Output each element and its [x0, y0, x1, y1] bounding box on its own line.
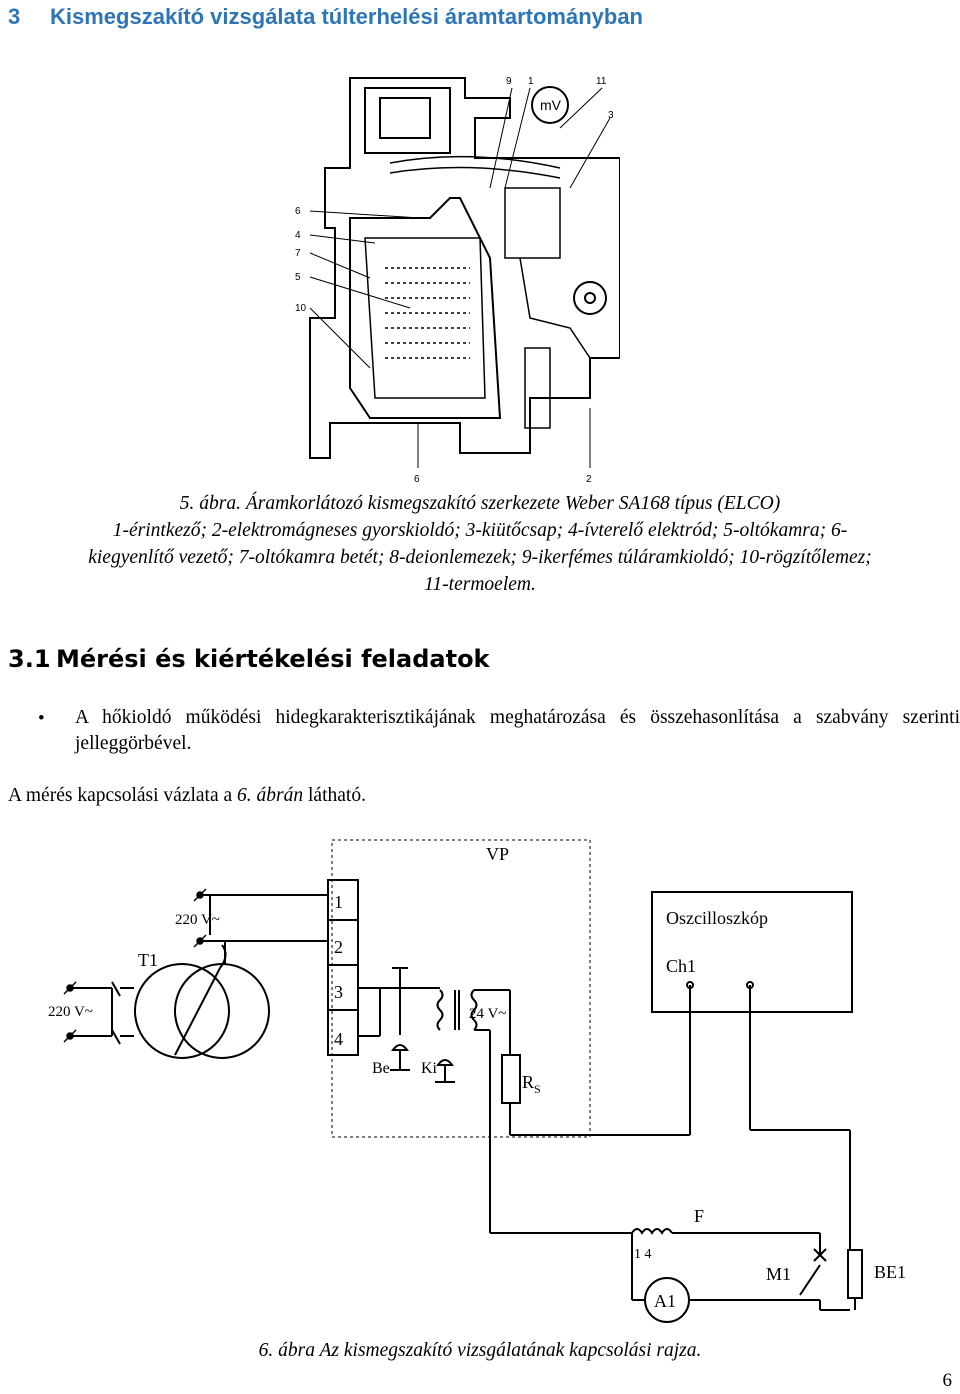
- fig6-label-a1: A1: [654, 1291, 676, 1311]
- fig5-label-9: 9: [506, 76, 512, 87]
- fig5-label-2: 2: [586, 474, 592, 485]
- circuit-breaker-drawing: 9 1 11 3 mV 6 4 7 5 10 6 2: [295, 76, 620, 485]
- oscilloscope-box: [651, 891, 853, 1013]
- fig6-label-f-pins: 1 4: [634, 1247, 652, 1262]
- fig6-label-vp: VP: [486, 844, 509, 864]
- paragraph: A mérés kapcsolási vázlata a 6. ábrán lá…: [8, 785, 366, 807]
- subsection-title: Mérési és kiértékelési feladatok: [56, 645, 490, 673]
- ammeter-circle: [644, 1277, 690, 1323]
- figure5-caption-line: 11-termoelem.: [424, 574, 536, 595]
- paragraph-figure-ref: 6. ábrán: [237, 785, 304, 806]
- transformer-secondary-circle: [174, 963, 270, 1059]
- section-title: Kismegszakító vizsgálata túlterhelési ár…: [50, 4, 643, 29]
- fig6-label-t1: T1: [138, 950, 158, 970]
- fig5-label-3: 3: [608, 110, 614, 121]
- fig6-terminal-2: 2: [334, 937, 343, 957]
- fig6-label-ch1: Ch1: [666, 956, 696, 976]
- paragraph-before: A mérés kapcsolási vázlata a: [8, 785, 238, 806]
- circuit-schematic: VP 220 V~ T1 220 V~ 1 2 3 4 Be Ki 24 V~ …: [48, 839, 906, 1323]
- fig6-label-220v-left: 220 V~: [48, 1004, 93, 1020]
- fig5-label-4: 4: [295, 230, 301, 241]
- fig5-label-11: 11: [596, 76, 607, 87]
- fig6-label-be1: BE1: [874, 1262, 906, 1282]
- subsection-number: 3.1: [8, 645, 51, 673]
- section-number: 3: [8, 4, 21, 29]
- transformer-primary-circle: [134, 963, 230, 1059]
- fig6-label-oscilloscope: Oszcilloszkóp: [666, 908, 768, 928]
- fig5-label-7: 7: [295, 248, 301, 259]
- fig5-label-6a: 6: [295, 206, 301, 217]
- fig6-label-rs: RS: [522, 1072, 541, 1096]
- be1-resistor: [847, 1249, 863, 1299]
- vp-box: [331, 839, 591, 1138]
- rs-resistor: [501, 1054, 521, 1104]
- fig6-label-220v-top: 220 V~: [175, 912, 220, 928]
- fig6-terminal-1: 1: [334, 892, 343, 912]
- page-number: 6: [942, 1370, 953, 1391]
- fig6-label-ki: Ki: [421, 1060, 438, 1077]
- fig5-label-mv: mV: [540, 97, 562, 113]
- fig6-label-be: Be: [372, 1060, 390, 1077]
- rs-sub: S: [534, 1082, 541, 1096]
- fig6-terminal-3: 3: [334, 982, 343, 1002]
- bullet-marker: •: [38, 708, 45, 729]
- fig6-label-24v: 24 V~: [469, 1006, 506, 1022]
- fig6-label-f: F: [694, 1206, 704, 1226]
- figure5-caption: 5. ábra. Áramkorlátozó kismegszakító sze…: [0, 490, 960, 598]
- figure5-caption-line: kiegyenlítő vezető; 7-oltókamra betét; 8…: [88, 547, 872, 568]
- fig5-label-1: 1: [528, 76, 534, 87]
- figure5-caption-line: 5. ábra. Áramkorlátozó kismegszakító sze…: [179, 493, 781, 514]
- section-heading: 3 Kismegszakító vizsgálata túlterhelési á…: [8, 4, 643, 30]
- fig6-label-m1: M1: [766, 1264, 791, 1284]
- bullet-text: A hőkioldó működési hidegkarakterisztiká…: [75, 707, 960, 754]
- figure6-caption: 6. ábra Az kismegszakító vizsgálatának k…: [258, 1340, 702, 1361]
- fig5-label-10: 10: [295, 303, 307, 314]
- rs-main: R: [522, 1072, 534, 1092]
- fig5-label-6b: 6: [414, 474, 420, 485]
- fig6-terminal-4: 4: [334, 1029, 343, 1049]
- figure5-caption-line: 1-érintkező; 2-elektromágneses gyorskiol…: [112, 520, 848, 541]
- paragraph-after: látható.: [303, 785, 366, 806]
- fig5-label-5: 5: [295, 272, 301, 283]
